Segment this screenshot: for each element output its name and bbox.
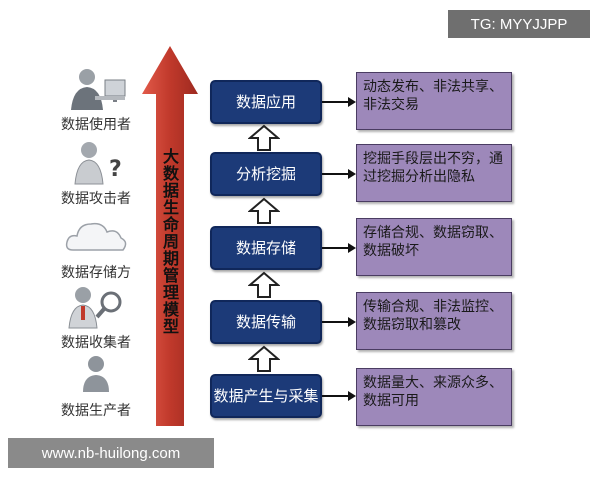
stage-data-generation-collection: 数据产生与采集 (210, 374, 322, 418)
risk-box-mining: 挖掘手段层出不穷，通过挖掘分析出隐私 (356, 144, 512, 202)
role-data-attacker: ? 数据攻击者 (44, 140, 148, 208)
person-at-computer-icon (71, 69, 126, 110)
watermark-bottom: www.nb-huilong.com (8, 438, 214, 468)
role-data-storage: 数据存储方 (44, 214, 148, 282)
role-data-producer: 数据生产者 (44, 352, 148, 420)
risk-box-application: 动态发布、非法共享、非法交易 (356, 72, 512, 130)
role-data-collector: 数据收集者 (44, 284, 148, 352)
right-arrow-icon (322, 169, 356, 179)
right-arrow-icon (322, 317, 356, 327)
stage-data-transmission: 数据传输 (210, 300, 322, 344)
risk-box-transmission: 传输合规、非法监控、数据窃取和篡改 (356, 292, 512, 350)
role-label: 数据生产者 (61, 403, 131, 419)
stage-data-application: 数据应用 (210, 80, 322, 124)
watermark-top: TG: MYYJJPP (448, 10, 590, 38)
up-arrow-icon (248, 124, 280, 151)
role-label: 数据存储方 (61, 265, 131, 281)
role-data-user: 数据使用者 (44, 66, 148, 134)
up-arrow-icon (248, 271, 280, 298)
svg-text:?: ? (109, 157, 122, 182)
up-arrow-icon (248, 345, 280, 372)
role-label: 数据收集者 (61, 335, 131, 351)
up-arrow-icon (248, 197, 280, 224)
person-with-question-icon: ? (74, 142, 122, 185)
role-label: 数据攻击者 (61, 191, 131, 207)
person-silhouette-icon (83, 356, 109, 392)
cloud-icon (65, 222, 127, 251)
risk-box-storage: 存储合规、数据窃取、数据破坏 (356, 218, 512, 276)
person-with-magnifier-icon (68, 287, 122, 329)
right-arrow-icon (322, 391, 356, 401)
role-label: 数据使用者 (61, 117, 131, 133)
stage-analysis-mining: 分析挖掘 (210, 152, 322, 196)
lifecycle-arrow (142, 46, 198, 426)
right-arrow-icon (322, 243, 356, 253)
lifecycle-title: 大数据生命周期管理模型 (162, 147, 179, 336)
stage-data-storage: 数据存储 (210, 226, 322, 270)
risk-box-collection: 数据量大、来源众多、数据可用 (356, 368, 512, 426)
right-arrow-icon (322, 97, 356, 107)
